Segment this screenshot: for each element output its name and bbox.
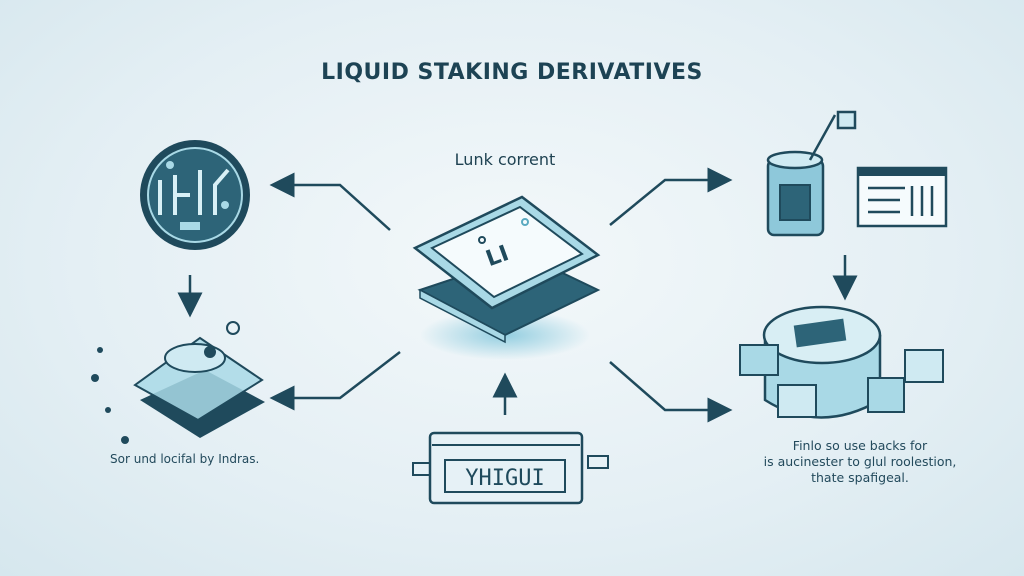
database-document-icon xyxy=(766,110,948,237)
right-caption-line: Finlo so use backs for xyxy=(792,438,928,453)
circuit-circle-icon xyxy=(140,140,250,250)
center-device-icon: LI xyxy=(412,195,601,360)
diagram-title: LIQUID STAKING DERIVATIVES xyxy=(321,60,703,85)
layered-disk-icon xyxy=(91,321,265,444)
arrow-center-to-top-left xyxy=(269,172,391,231)
right-caption: Finlo so use backs for is aucinester to … xyxy=(740,438,980,486)
cylinder-boxes-icon xyxy=(739,305,944,419)
center-label: Lunk corrent xyxy=(454,150,556,169)
bottom-module-text: YHIGUI xyxy=(465,466,544,491)
left-caption: Sor und locifal by Indras. xyxy=(110,452,260,466)
bottom-module-icon: YHIGUI xyxy=(412,431,609,505)
arrow-center-to-bottom-left xyxy=(269,351,401,411)
arrows xyxy=(177,167,858,423)
arrow-center-to-top-right xyxy=(609,167,733,226)
arrow-center-to-bottom-right xyxy=(609,361,733,423)
right-caption-line: is aucinester to glul roolestion, xyxy=(763,454,957,469)
right-caption-line: thate spafigeal. xyxy=(811,470,909,485)
